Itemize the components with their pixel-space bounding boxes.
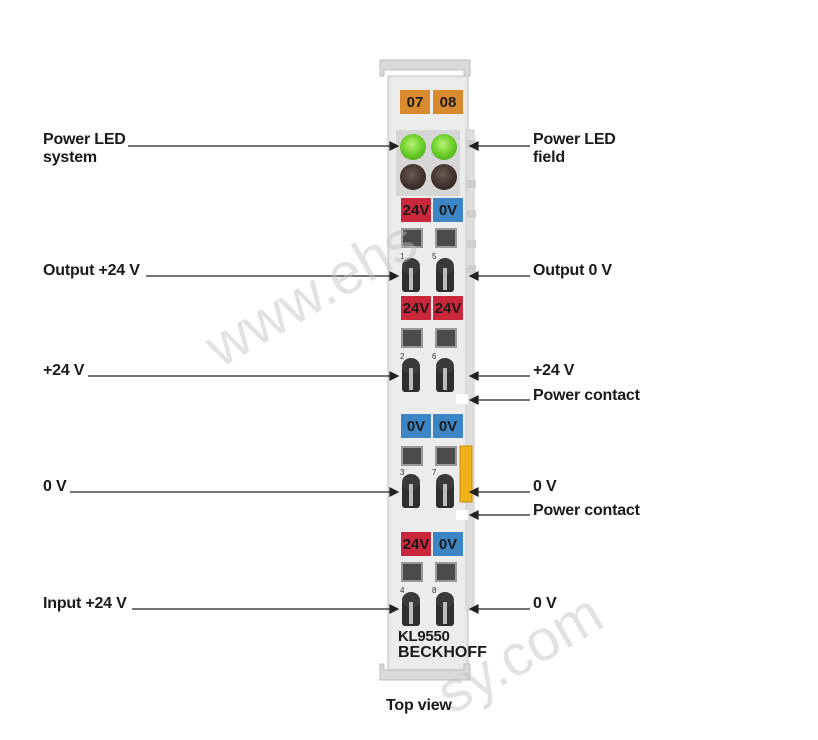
badge-08: 08 bbox=[433, 90, 463, 114]
release-slot bbox=[401, 446, 423, 466]
release-slot bbox=[435, 228, 457, 248]
spring-terminal-8 bbox=[436, 592, 454, 626]
terminal-number: 7 bbox=[432, 468, 437, 477]
label-power-contact-1: Power contact bbox=[533, 387, 640, 404]
caption-top-view: Top view bbox=[386, 697, 452, 714]
led-off-left bbox=[400, 164, 426, 190]
spring-terminal-2 bbox=[402, 358, 420, 392]
power-led-system bbox=[400, 134, 426, 160]
terminal-number: 5 bbox=[432, 252, 437, 261]
terminal-number: 2 bbox=[400, 352, 405, 361]
label-plus-24v-left: +24 V bbox=[43, 362, 85, 379]
label-0v-right-1: 0 V bbox=[533, 478, 557, 495]
brand-logo: BECKHOFF bbox=[398, 644, 487, 661]
terminal-number: 1 bbox=[400, 252, 405, 261]
spring-terminal-6 bbox=[436, 358, 454, 392]
label-power-led-system: Power LED system bbox=[43, 131, 126, 166]
badge-24v: 24V bbox=[401, 198, 431, 222]
label-0v-left: 0 V bbox=[43, 478, 67, 495]
badge-0v: 0V bbox=[401, 414, 431, 438]
spring-terminal-5 bbox=[436, 258, 454, 292]
terminal-number: 3 bbox=[400, 468, 405, 477]
spring-terminal-1 bbox=[402, 258, 420, 292]
badge-24v: 24V bbox=[433, 296, 463, 320]
release-slot bbox=[401, 228, 423, 248]
terminal-number: 4 bbox=[400, 586, 405, 595]
badge-24v: 24V bbox=[401, 532, 431, 556]
spring-terminal-4 bbox=[402, 592, 420, 626]
release-slot bbox=[401, 562, 423, 582]
badge-07: 07 bbox=[400, 90, 430, 114]
label-0v-right-2: 0 V bbox=[533, 595, 557, 612]
spring-terminal-7 bbox=[436, 474, 454, 508]
label-power-led-field: Power LED field bbox=[533, 131, 616, 166]
release-slot bbox=[435, 562, 457, 582]
spring-terminal-3 bbox=[402, 474, 420, 508]
badge-0v: 0V bbox=[433, 414, 463, 438]
label-power-contact-2: Power contact bbox=[533, 502, 640, 519]
terminal-number: 8 bbox=[432, 586, 437, 595]
badge-0v: 0V bbox=[433, 532, 463, 556]
model-label: KL9550 bbox=[398, 628, 450, 645]
led-off-right bbox=[431, 164, 457, 190]
release-slot bbox=[435, 328, 457, 348]
release-slot bbox=[435, 446, 457, 466]
label-output-0v: Output 0 V bbox=[533, 262, 612, 279]
label-input-24v: Input +24 V bbox=[43, 595, 127, 612]
label-plus-24v-right: +24 V bbox=[533, 362, 575, 379]
release-slot bbox=[401, 328, 423, 348]
terminal-number: 6 bbox=[432, 352, 437, 361]
label-output-24v: Output +24 V bbox=[43, 262, 140, 279]
badge-24v: 24V bbox=[401, 296, 431, 320]
badge-0v: 0V bbox=[433, 198, 463, 222]
power-led-field bbox=[431, 134, 457, 160]
